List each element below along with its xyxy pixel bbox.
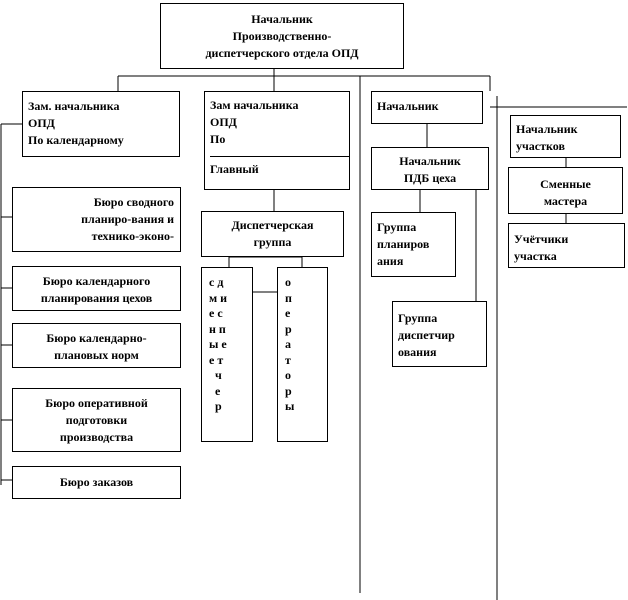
dispatch-group-box: Диспетчерская группа <box>201 211 344 257</box>
bureau-norms-box: Бюро календарно- плановых норм <box>12 323 181 368</box>
head-right-box: Начальник <box>371 91 483 124</box>
head-pdb-box: Начальник ПДБ цеха <box>371 147 489 190</box>
bureau-orders-box: Бюро заказов <box>12 466 181 499</box>
bureau-calendar-box: Бюро календарного планирования цехов <box>12 266 181 311</box>
head-sections-box: Начальник участков <box>510 115 621 158</box>
shift-masters-label: Сменные мастера <box>540 177 591 208</box>
deputy-calendar-box: Зам. начальника ОПД По календарному <box>22 91 180 157</box>
deputy-main-box: Зам начальника ОПД По Главный <box>204 91 350 190</box>
deputy-calendar-label: Зам. начальника ОПД По календарному <box>28 99 124 147</box>
section-accountants-box: Учётчики участка <box>508 223 625 268</box>
bureau-calendar-label: Бюро календарного планирования цехов <box>40 274 153 305</box>
planning-group-label: Группа планиров ания <box>377 220 430 268</box>
dispatching-group-label: Группа диспетчир ования <box>398 311 455 359</box>
head-of-department-label: Начальник Производственно- диспетчерског… <box>205 12 359 60</box>
head-pdb-label: Начальник ПДБ цеха <box>399 154 461 185</box>
dispatchers-column-box: с д м и е с н п ы е е т ч е р <box>201 267 253 442</box>
bureau-operative-box: Бюро оперативной подготовки производства <box>12 388 181 452</box>
dispatch-group-label: Диспетчерская группа <box>231 218 314 249</box>
head-right-label: Начальник <box>377 99 439 113</box>
bureau-norms-label: Бюро календарно- плановых норм <box>46 331 147 362</box>
operators-column-label: о п е р а т о р ы <box>285 275 295 413</box>
head-of-department-box: Начальник Производственно- диспетчерског… <box>160 3 404 69</box>
head-sections-label: Начальник участков <box>516 122 578 153</box>
bureau-summary-box: Бюро сводного планиро-вания и технико-эк… <box>12 187 181 252</box>
operators-column-box: о п е р а т о р ы <box>277 267 328 442</box>
shift-masters-box: Сменные мастера <box>508 167 623 214</box>
bureau-orders-label: Бюро заказов <box>59 475 134 489</box>
bureau-summary-label: Бюро сводного планиро-вания и технико-эк… <box>81 195 174 243</box>
planning-group-box: Группа планиров ания <box>371 212 456 277</box>
section-accountants-label: Учётчики участка <box>514 232 569 263</box>
bureau-operative-label: Бюро оперативной подготовки производства <box>45 396 148 444</box>
dispatching-group-box: Группа диспетчир ования <box>392 301 487 367</box>
deputy-main-bottom-label: Главный <box>210 162 259 176</box>
deputy-main-top-label: Зам начальника ОПД По <box>210 98 299 146</box>
dispatchers-column-label: с д м и е с н п ы е е т ч е р <box>209 275 228 413</box>
